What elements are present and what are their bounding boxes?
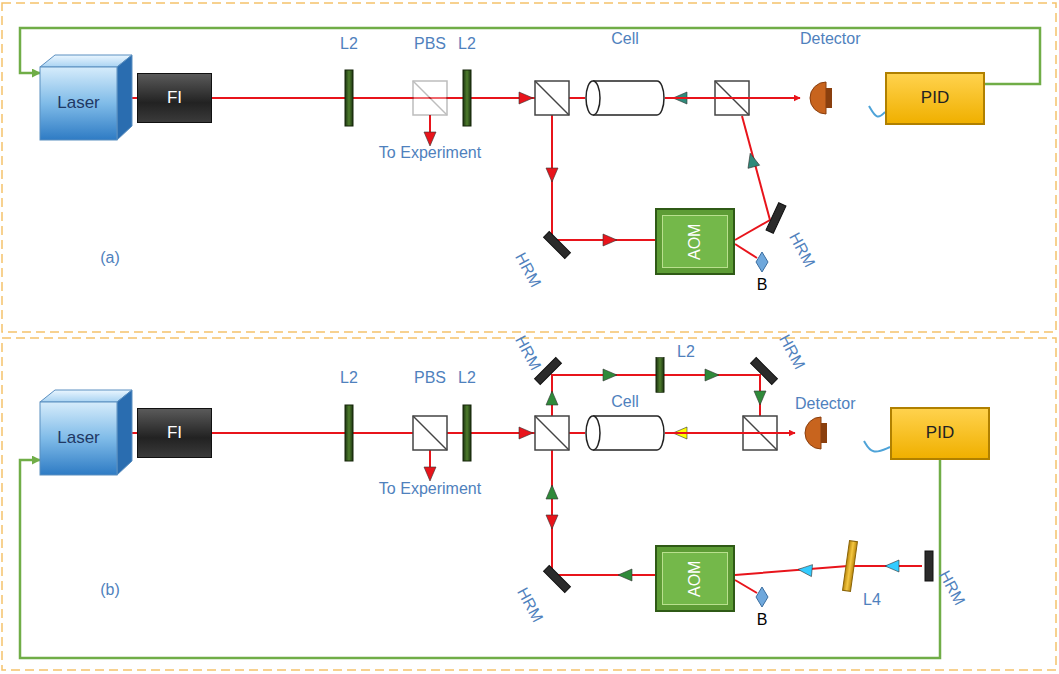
laser-source: Laser xyxy=(40,55,132,140)
output-label: To Experiment xyxy=(379,144,481,162)
panel-frame xyxy=(2,338,1056,670)
node-text: AOM xyxy=(686,560,704,596)
waveplate-label: L2 xyxy=(458,35,476,53)
beam-block-label: B xyxy=(757,276,768,294)
vapor-cell: Cell xyxy=(585,30,665,116)
panel-label: (b) xyxy=(100,581,120,599)
waveplate-label: L4 xyxy=(863,591,881,609)
node-text: AOM xyxy=(686,223,704,259)
laser-source: Laser xyxy=(40,390,132,475)
aom-modulator: AOM xyxy=(655,208,735,275)
splitter-label: PBS xyxy=(414,369,446,387)
faraday-isolator: FI xyxy=(137,73,212,123)
pid-controller: PID xyxy=(885,72,985,125)
panel-frame xyxy=(2,3,1056,332)
optics xyxy=(345,70,786,272)
node-text: Cell xyxy=(611,30,639,48)
laser-beam xyxy=(212,375,922,593)
waveplate-label: L2 xyxy=(458,369,476,387)
waveplate-label: L2 xyxy=(340,35,358,53)
node-text: Laser xyxy=(57,94,100,113)
signal-cable xyxy=(864,441,890,452)
mirror-label: HRM xyxy=(776,332,809,372)
node-text: Detector xyxy=(795,395,855,413)
node-text: PID xyxy=(926,424,954,443)
aom-modulator: AOM xyxy=(655,545,735,612)
node-text: PID xyxy=(921,89,949,108)
waveplate-label: L2 xyxy=(677,343,695,361)
mirror-label: HRM xyxy=(512,250,545,290)
node-text: FI xyxy=(167,89,182,108)
output-label: To Experiment xyxy=(379,480,481,498)
photo-detector: Detector xyxy=(795,395,864,451)
laser-beam xyxy=(665,97,800,99)
waveplate-label: L2 xyxy=(340,369,358,387)
pid-controller: PID xyxy=(890,407,990,460)
node-text: Cell xyxy=(611,393,639,411)
mirror-label: HRM xyxy=(936,568,969,608)
mirror-label: HRM xyxy=(512,333,545,373)
node-text: Laser xyxy=(57,429,100,448)
mirror-label: HRM xyxy=(786,230,819,270)
beam-block-label: B xyxy=(757,611,768,629)
node-text: Detector xyxy=(800,30,860,48)
node-text: FI xyxy=(167,424,182,443)
photo-detector: Detector xyxy=(800,30,869,116)
panel-label: (a) xyxy=(100,249,120,267)
splitter-label: PBS xyxy=(414,35,446,53)
optics xyxy=(345,358,933,607)
mirror-label: HRM xyxy=(514,585,547,625)
laser-beam xyxy=(665,432,795,434)
faraday-isolator: FI xyxy=(137,408,212,458)
vapor-cell: Cell xyxy=(585,393,665,451)
feedback-line xyxy=(20,460,940,658)
signal-cable xyxy=(869,106,885,117)
